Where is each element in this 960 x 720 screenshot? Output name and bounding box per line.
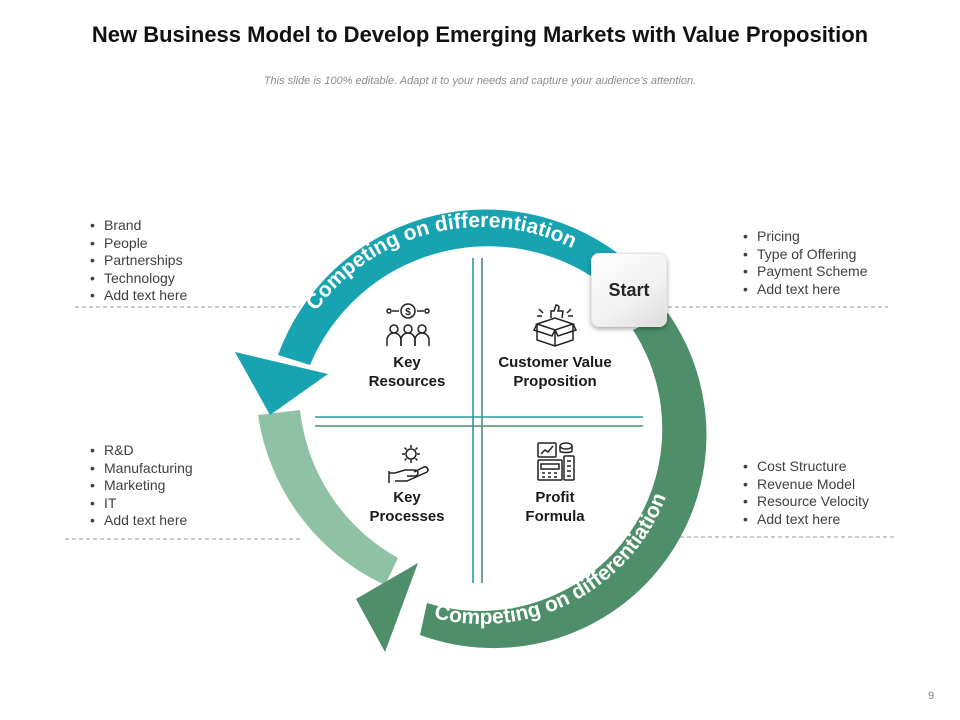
list-item: Partnerships (90, 252, 187, 270)
list-item: Cost Structure (743, 458, 869, 476)
svg-text:$: $ (405, 307, 411, 318)
calculator-chart-icon (537, 442, 575, 481)
list-item: Add text here (743, 511, 869, 529)
list-item: Type of Offering (743, 246, 868, 264)
key-processes-label: Key Processes (357, 488, 457, 526)
start-box: Start (591, 253, 667, 327)
list-item: Resource Velocity (743, 493, 869, 511)
bottom-left-list: R&D Manufacturing Marketing IT Add text … (90, 442, 193, 530)
teal-arc (278, 209, 620, 365)
key-processes-line2: Processes (369, 508, 445, 525)
start-label: Start (608, 279, 650, 300)
list-item: Manufacturing (90, 460, 193, 478)
slide-subtitle: This slide is 100% editable. Adapt it to… (263, 75, 697, 87)
bottom-right-list: Cost Structure Revenue Model Resource Ve… (743, 458, 869, 528)
list-item: Brand (90, 217, 187, 235)
list-item: Technology (90, 270, 187, 288)
profit-formula-line2: Formula (525, 508, 585, 525)
top-left-list: Brand People Partnerships Technology Add… (90, 217, 187, 305)
list-item: Marketing (90, 477, 193, 495)
teal-arrowhead (235, 352, 328, 415)
list-item: Add text here (90, 287, 187, 305)
dark-green-arc (420, 313, 707, 649)
key-resources-line2: Resources (368, 373, 446, 390)
list-item: R&D (90, 442, 193, 460)
profit-formula-label: Profit Formula (505, 488, 605, 526)
key-processes-line1: Key (393, 489, 421, 506)
list-item: IT (90, 495, 193, 513)
list-item: Add text here (90, 512, 193, 530)
box-thumbs-up-icon (533, 304, 577, 347)
dark-green-arrowhead (356, 563, 418, 652)
list-item: Add text here (743, 281, 868, 299)
hand-gear-icon (388, 445, 429, 483)
customer-value-proposition-label: Customer Value Proposition (488, 353, 622, 391)
key-resources-label: Key Resources (357, 353, 457, 391)
key-resources-line1: Key (393, 354, 421, 371)
list-item: Pricing (743, 228, 868, 246)
slide-title: New Business Model to Develop Emerging M… (91, 22, 869, 47)
profit-formula-line1: Profit (535, 489, 575, 506)
list-item: Payment Scheme (743, 263, 868, 281)
top-right-list: Pricing Type of Offering Payment Scheme … (743, 228, 868, 298)
page-number: 9 (928, 690, 935, 702)
list-item: People (90, 235, 187, 253)
customer-value-line2: Proposition (513, 373, 597, 390)
list-item: Revenue Model (743, 476, 869, 494)
customer-value-line1: Customer Value (498, 354, 612, 371)
light-green-arc (258, 410, 398, 585)
team-money-icon: $ (386, 303, 430, 346)
